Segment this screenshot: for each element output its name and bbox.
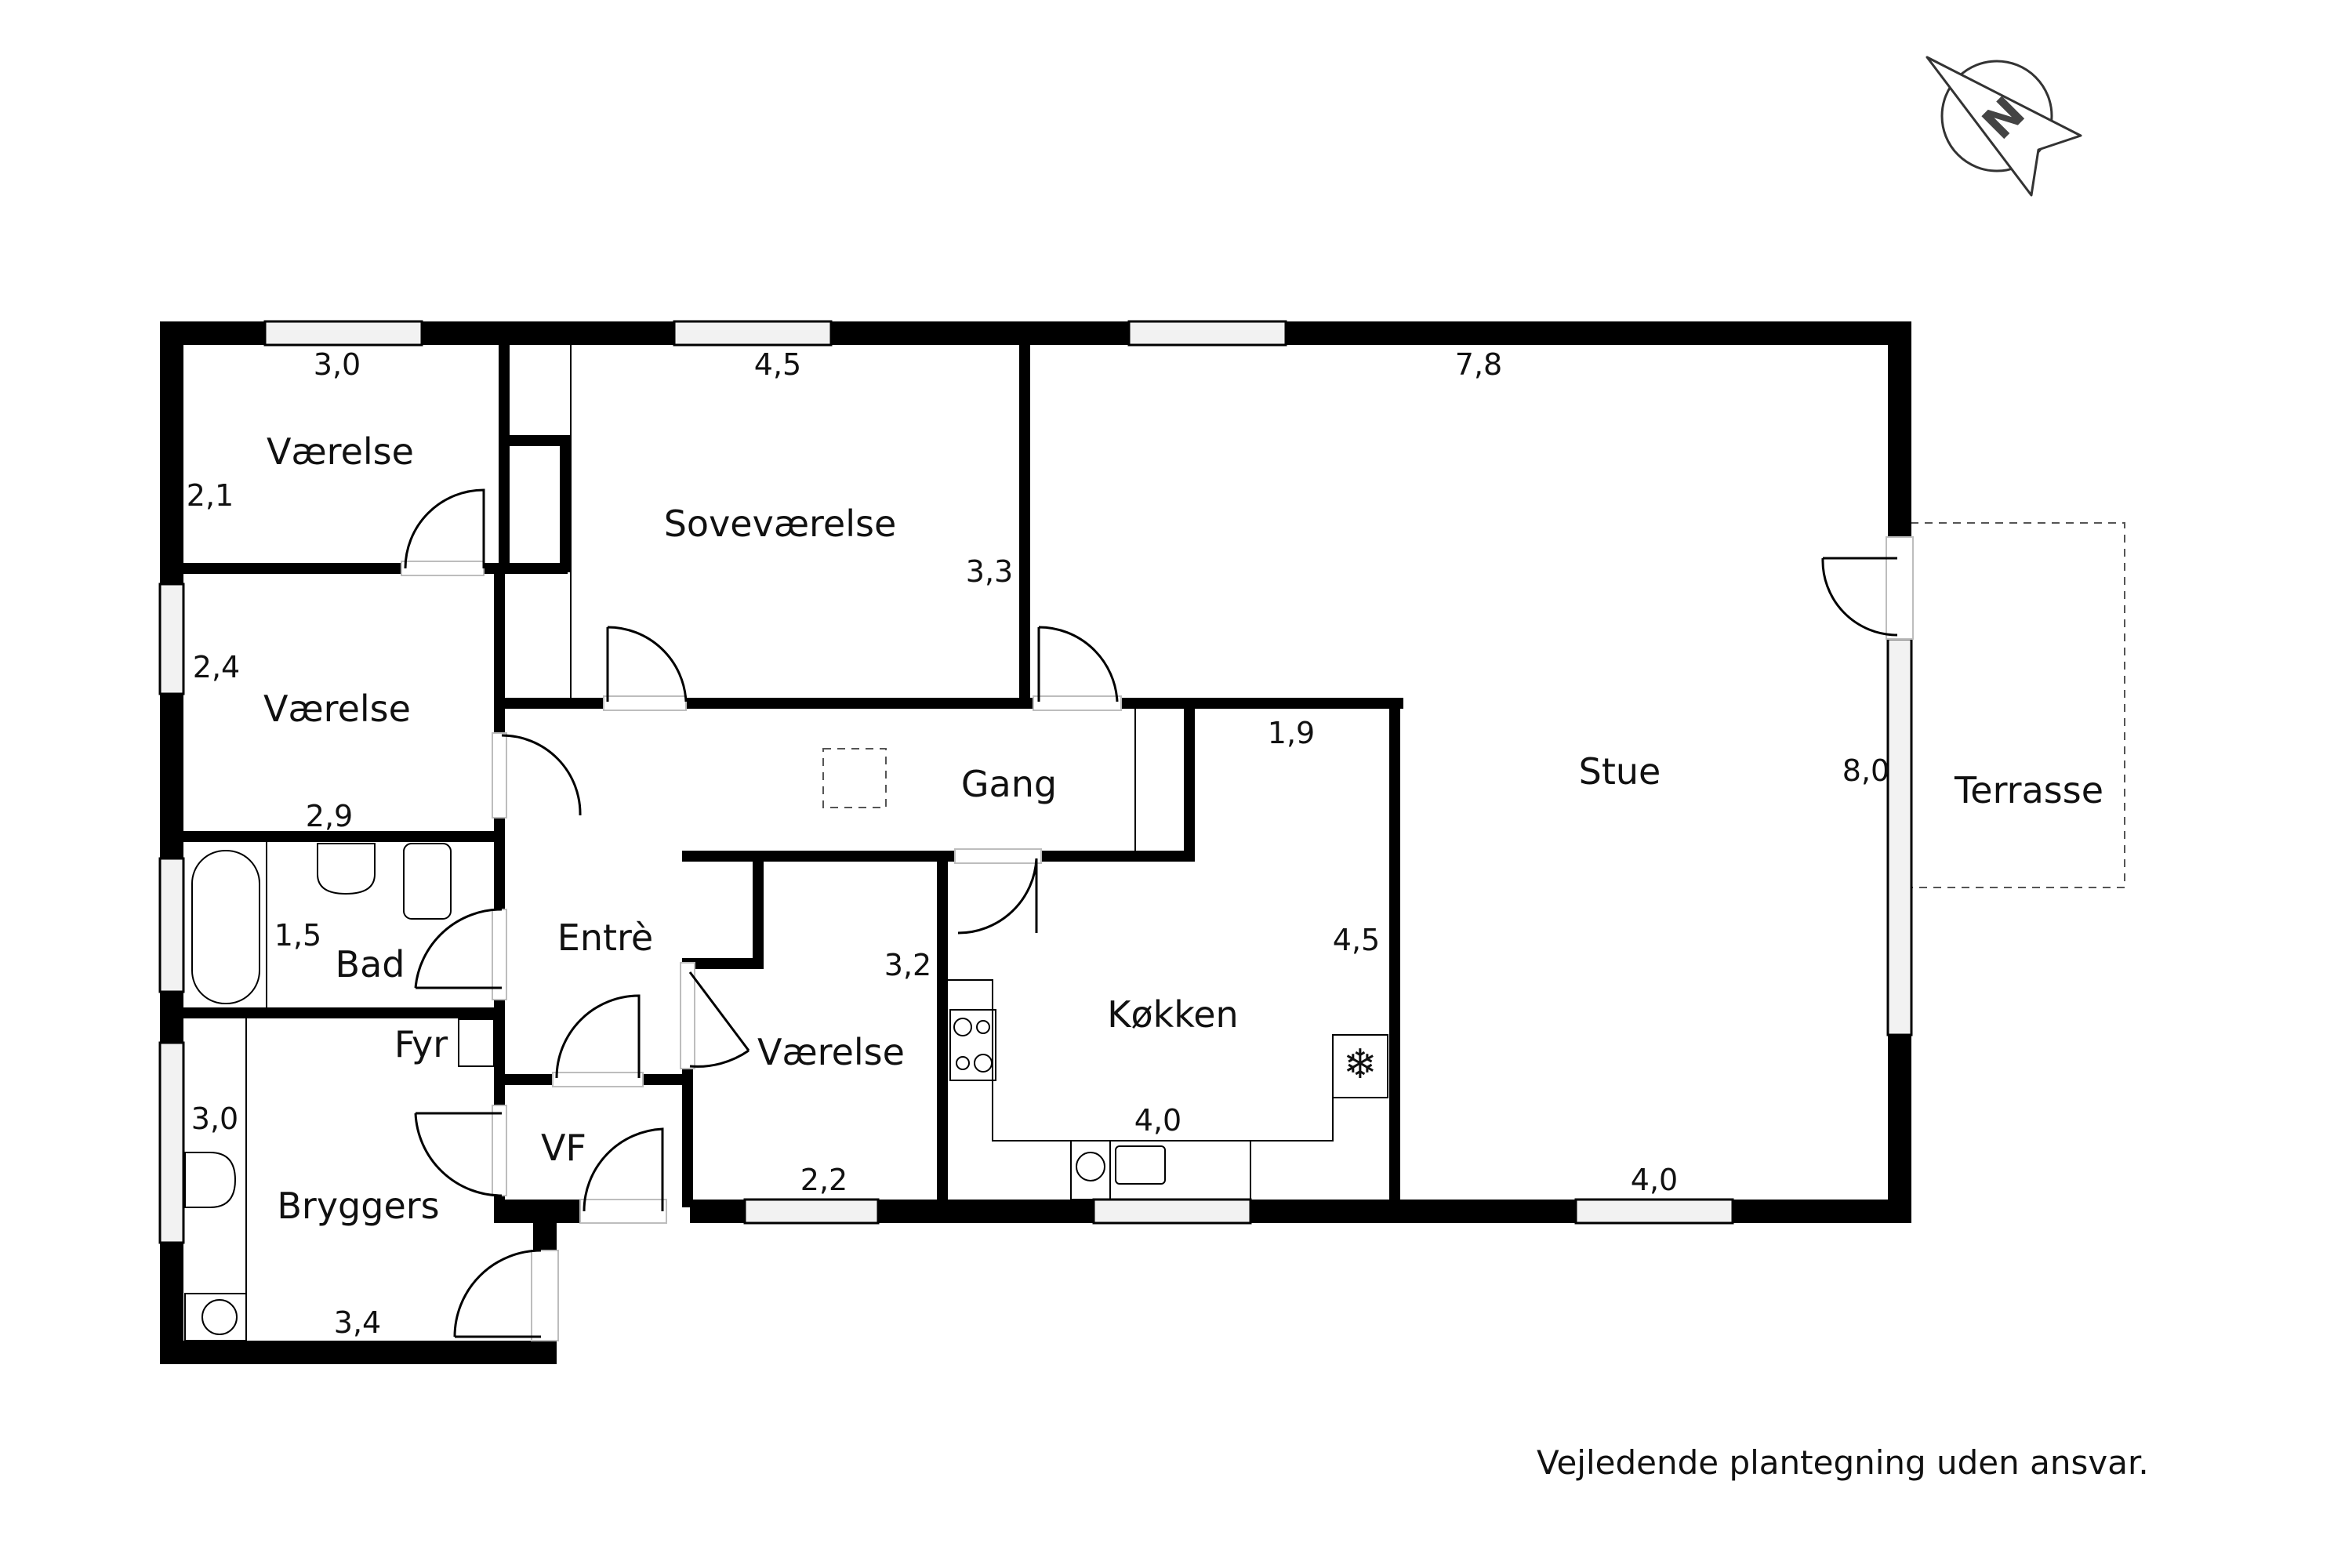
room-label-stue: Stue (1579, 750, 1661, 793)
dim-label: 3,0 (191, 1102, 238, 1136)
room-label-vf: VF (541, 1127, 586, 1169)
room-label-gang: Gang (961, 763, 1057, 805)
dim-label: 2,4 (193, 650, 240, 684)
dim-label: 8,0 (1842, 753, 1889, 788)
dim-label: 2,9 (306, 799, 353, 833)
dim-label: 1,9 (1268, 716, 1315, 750)
skylight (822, 748, 887, 808)
window (1127, 320, 1287, 347)
window (263, 320, 423, 347)
terrasse-outline (1910, 522, 2125, 888)
windows (158, 320, 1913, 1244)
bathtub (191, 850, 260, 1004)
snowflake-icon: ❄ (1343, 1041, 1377, 1088)
dim-label: 1,5 (274, 918, 321, 953)
utility-sink (184, 1152, 237, 1208)
window (158, 583, 185, 695)
washing-machine (184, 1293, 247, 1341)
room-label-vaerelse-3: Værelse (757, 1031, 905, 1073)
dim-label: 2,2 (800, 1163, 848, 1197)
boiler (458, 1018, 495, 1067)
dim-label: 3,2 (884, 948, 931, 982)
dim-label: 2,1 (187, 478, 234, 513)
room-label-bad: Bad (336, 943, 405, 985)
window (743, 1198, 880, 1225)
doors (401, 488, 1914, 1341)
room-label-entre: Entrè (557, 916, 653, 959)
room-label-terrasse: Terrasse (1954, 769, 2103, 811)
terrace-window (1886, 637, 1913, 1036)
room-label-bryggers: Bryggers (277, 1185, 439, 1227)
dishwasher (1070, 1140, 1111, 1200)
window (158, 1041, 185, 1244)
north-arrow-icon: N (1926, 56, 2082, 197)
dim-label: 3,3 (966, 554, 1013, 589)
room-label-fyr: Fyr (394, 1023, 448, 1065)
room-label-vaerelse-1: Værelse (267, 430, 414, 473)
room-label-sovevaerelse: Soveværelse (664, 503, 897, 545)
dim-label: 4,5 (754, 347, 801, 382)
dim-label: 4,0 (1631, 1163, 1678, 1197)
dim-label: 7,8 (1455, 347, 1502, 382)
cooktop (949, 1009, 996, 1081)
kitchen-sink (1115, 1145, 1166, 1185)
dim-label: 4,0 (1134, 1103, 1181, 1138)
toilet (403, 843, 452, 920)
dim-label: 3,0 (314, 347, 361, 382)
dimension-labels: 3,0 4,5 7,8 2,1 3,3 2,4 1,9 8,0 2,9 1,5 … (187, 347, 1889, 1340)
room-label-vaerelse-2: Værelse (263, 688, 411, 730)
dim-label: 4,5 (1333, 923, 1380, 957)
window (1092, 1198, 1252, 1225)
disclaimer: Vejledende plantegning uden ansvar. (1537, 1443, 2149, 1482)
window (1574, 1198, 1734, 1225)
dim-label: 3,4 (334, 1305, 381, 1340)
refrigerator (1332, 1034, 1388, 1098)
window (673, 320, 833, 347)
bathroom-sink (317, 843, 376, 895)
window (158, 857, 185, 993)
room-labels: Værelse Soveværelse Stue Værelse Gang Ba… (263, 430, 2103, 1227)
room-label-koekken: Køkken (1107, 993, 1238, 1036)
fixtures: ❄ (184, 345, 1388, 1341)
